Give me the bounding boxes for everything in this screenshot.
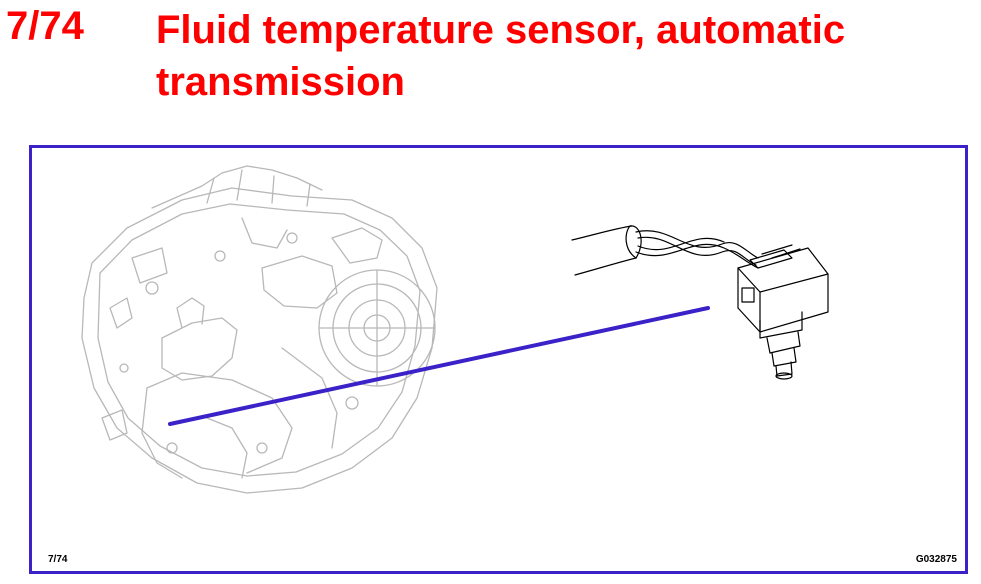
figure-page-ref: 7/74 bbox=[48, 554, 68, 565]
figure-image-code: G032875 bbox=[915, 554, 957, 565]
transmission-drawing-icon bbox=[81, 165, 438, 494]
temperature-sensor-icon bbox=[571, 225, 829, 380]
leader-line bbox=[168, 306, 710, 426]
slide-title: Fluid temperature sensor, automatic tran… bbox=[156, 8, 846, 104]
figure-drawing bbox=[81, 165, 829, 494]
slide-number: 7/74 bbox=[6, 4, 84, 48]
figure-frame: 7/74 G032875 bbox=[29, 145, 968, 574]
